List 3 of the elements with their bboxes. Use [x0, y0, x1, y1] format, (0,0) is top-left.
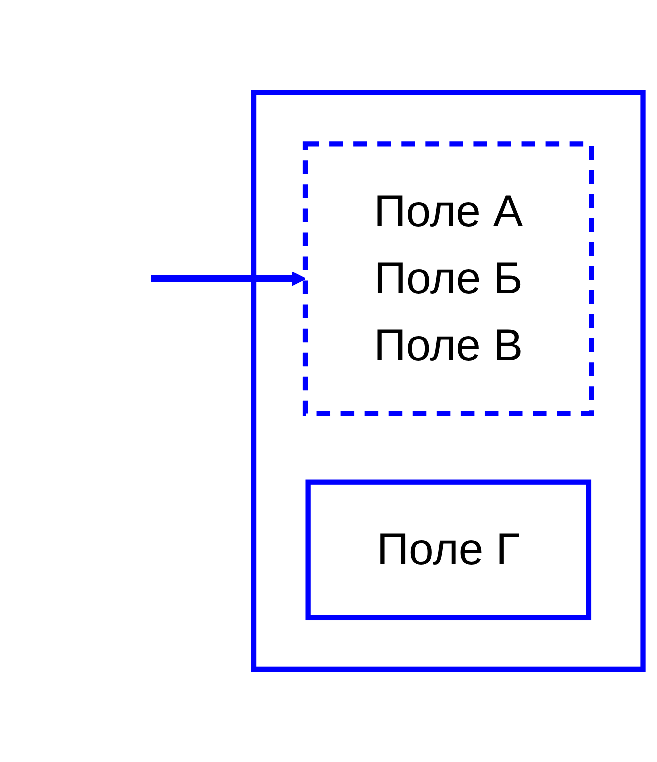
node-box: Поле Г — [306, 480, 592, 620]
cluster — [251, 90, 646, 672]
node-box: Поле А Поле Б Поле В — [302, 142, 594, 416]
